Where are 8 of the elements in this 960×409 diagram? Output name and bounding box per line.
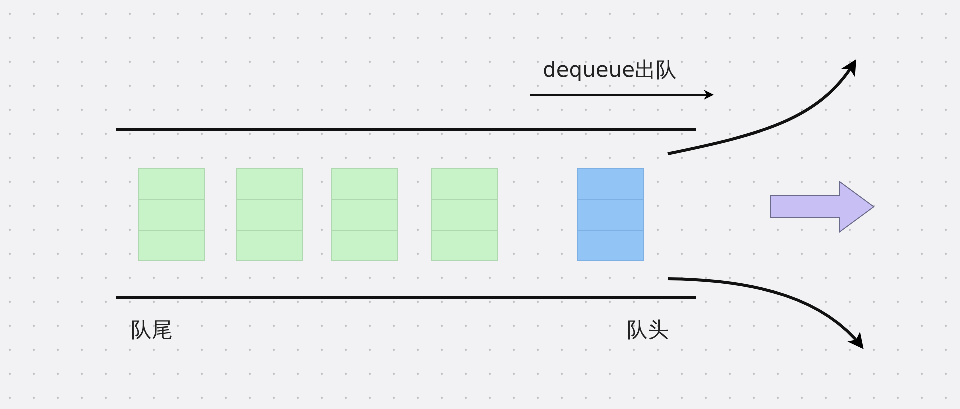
queue-element-box [431, 168, 498, 261]
queue-element-box [138, 168, 205, 261]
operation-label: dequeue出队 [543, 60, 678, 81]
queue-element-box [331, 168, 398, 261]
tail-label: 队尾 [131, 320, 173, 341]
queue-element-box [236, 168, 303, 261]
head-label: 队头 [627, 320, 669, 341]
queue-element-box [577, 168, 644, 261]
